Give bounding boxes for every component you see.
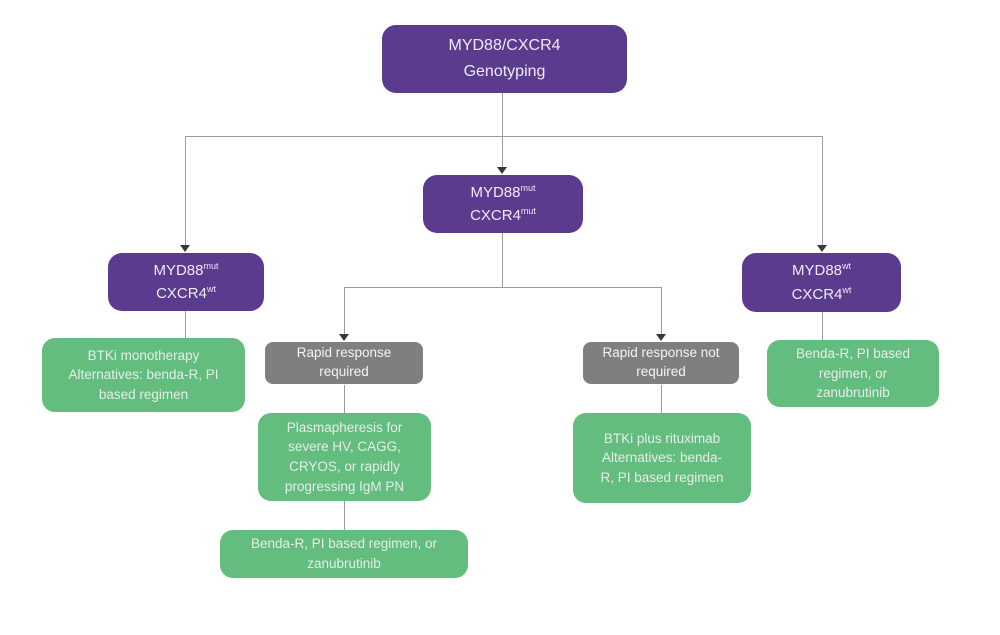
gene-line: CXCR4wt (791, 284, 852, 303)
node-label-line: CRYOS, or rapidly (289, 459, 400, 474)
node-rapid-response-required: Rapid response required (265, 342, 423, 384)
arrow-down-icon (180, 245, 190, 252)
node-label-line: zanubrutinib (307, 556, 381, 571)
genotype-superscript: mut (520, 182, 536, 193)
node-label-line: required (636, 364, 686, 379)
node-plasmapheresis: Plasmapheresis for severe HV, CAGG, CRYO… (258, 413, 431, 501)
node-label-line: zanubrutinib (816, 385, 890, 401)
node-label-line: Rapid response not (602, 345, 720, 361)
node-label-line: Benda-R, PI based regimen, or (250, 536, 438, 552)
node-label-line: Benda-R, PI based (795, 346, 911, 362)
node-myd88-cxcr4-genotyping: MYD88/CXCR4 Genotyping (382, 25, 627, 93)
genotype-superscript: mut (203, 260, 219, 271)
node-label-line: progressing IgM PN (284, 478, 405, 494)
node-label-line: Rapid response (296, 345, 392, 361)
genotype-superscript: wt (842, 284, 852, 295)
connector (344, 287, 661, 288)
node-label-line: Genotyping (463, 63, 546, 80)
connector (502, 136, 503, 169)
connector (185, 311, 186, 338)
node-label-line: R, PI based regimen (600, 469, 724, 485)
node-label-line: MYD88/CXCR4 (448, 37, 561, 55)
node-rapid-response-not-required: Rapid response not required (583, 342, 739, 384)
gene-line: MYD88wt (791, 261, 852, 280)
node-label-line: Alternatives: benda- (601, 450, 723, 466)
node-label-line: severe HV, CAGG, (288, 439, 401, 455)
genotype-superscript: wt (206, 284, 216, 294)
connector (344, 287, 345, 335)
connector (502, 93, 503, 136)
node-myd88mut-cxcr4wt: MYD88mut CXCR4wt (108, 253, 264, 311)
node-label-line: required (319, 364, 369, 379)
node-label-line: regimen, or (818, 365, 888, 381)
connector (822, 312, 823, 340)
gene-line: CXCR4mut (470, 206, 536, 225)
node-label-line: BTKi monotherapy (87, 347, 200, 363)
node-label-line: BTKi plus rituximab (603, 430, 721, 446)
node-myd88wt-cxcr4wt: MYD88wt CXCR4wt (742, 253, 901, 312)
connector (185, 136, 186, 246)
connector (344, 501, 345, 530)
node-benda-r-pi-zanubrutinib-bottom: Benda-R, PI based regimen, or zanubrutin… (220, 530, 468, 578)
arrow-down-icon (817, 245, 827, 252)
node-label-line: based regimen (98, 386, 189, 402)
connector (344, 385, 345, 413)
arrow-down-icon (497, 167, 507, 174)
genotype-superscript: mut (520, 206, 536, 216)
node-label-line: Plasmapheresis for (286, 419, 403, 435)
gene-line: CXCR4wt (156, 284, 216, 303)
connector (661, 287, 662, 335)
connector (502, 233, 503, 287)
gene-line: MYD88mut (470, 182, 536, 201)
node-label-line: Alternatives: benda-R, PI (68, 367, 219, 383)
connector (822, 136, 823, 246)
node-benda-r-pi-zanubrutinib-right: Benda-R, PI based regimen, or zanubrutin… (767, 340, 939, 407)
node-btki-plus-rituximab: BTKi plus rituximab Alternatives: benda-… (573, 413, 751, 503)
arrow-down-icon (339, 334, 349, 341)
connector (185, 136, 823, 137)
arrow-down-icon (656, 334, 666, 341)
node-btki-monotherapy: BTKi monotherapy Alternatives: benda-R, … (42, 338, 245, 412)
connector (661, 385, 662, 413)
genotype-superscript: wt (842, 261, 852, 272)
node-myd88mut-cxcr4mut: MYD88mut CXCR4mut (423, 175, 583, 233)
gene-line: MYD88mut (153, 260, 219, 279)
